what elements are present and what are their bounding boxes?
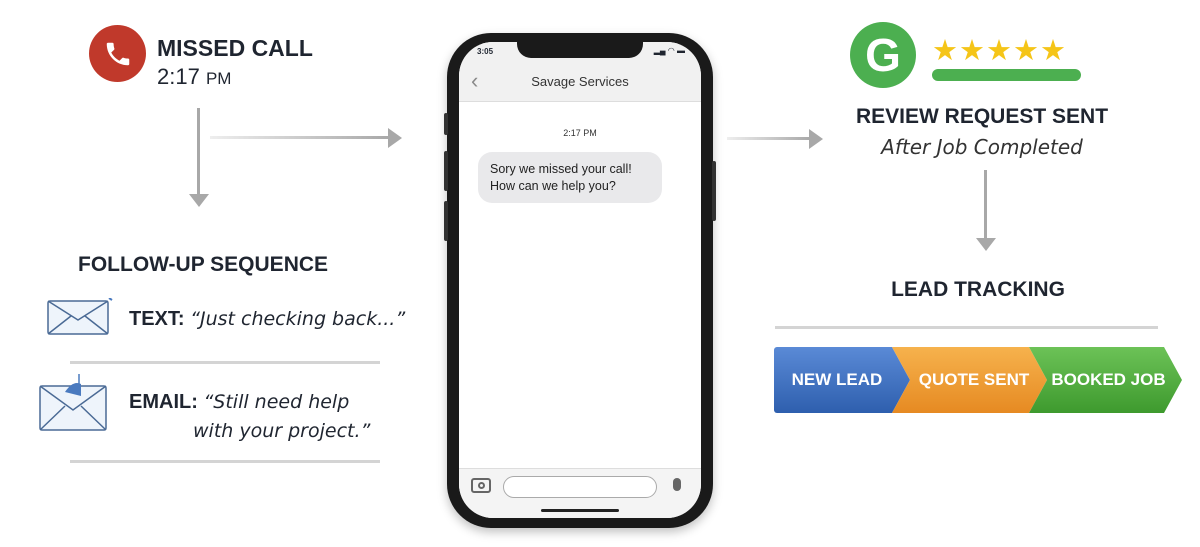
- status-time: 3:05: [477, 47, 494, 56]
- missed-call-icon: [89, 25, 146, 82]
- phone: 3:05 ▂▄ ◠ ▬ ‹ Savage Services 2:17 PM So…: [444, 33, 716, 528]
- missed-call-title: MISSED CALL: [157, 35, 313, 61]
- text-envelope-icon: [47, 297, 113, 341]
- back-button[interactable]: ‹: [471, 68, 479, 93]
- arrow-right-to-review: [727, 137, 811, 140]
- followup-title: FOLLOW-UP SEQUENCE: [78, 253, 329, 276]
- status-icons: ▂▄ ◠ ▬: [653, 46, 685, 55]
- email-followup: EMAIL: “Still need help: [129, 391, 349, 414]
- lead-tracking-title: LEAD TRACKING: [891, 278, 1065, 301]
- email-envelope-icon: [39, 372, 111, 437]
- review-subtitle: After Job Completed: [881, 135, 1083, 159]
- text-message: “Just checking back...”: [190, 308, 406, 330]
- email-label: EMAIL:: [129, 391, 198, 413]
- stage-label: NEW LEAD: [791, 370, 883, 389]
- arrow-right-to-phone: [210, 136, 390, 139]
- arrowhead: [189, 194, 209, 207]
- google-logo-icon: G: [850, 22, 916, 88]
- camera-icon[interactable]: [471, 478, 491, 493]
- review-title: REVIEW REQUEST SENT: [855, 105, 1109, 128]
- arrowhead: [809, 129, 823, 149]
- message-timestamp: 2:17 PM: [563, 128, 597, 138]
- message-bubble: Sory we missed your call! How can we hel…: [478, 152, 662, 203]
- stage-booked-job: [1029, 347, 1182, 413]
- contact-name: Savage Services: [531, 74, 629, 89]
- arrow-down-left: [197, 108, 200, 196]
- message-input[interactable]: [503, 476, 657, 498]
- notch: [517, 42, 643, 58]
- arrow-down-right: [984, 170, 987, 240]
- message-line1: Sory we missed your call!: [490, 162, 632, 176]
- pipeline: NEW LEAD QUOTE SENT BOOKED JOB: [774, 347, 1182, 413]
- stage-quote-sent: [892, 347, 1047, 413]
- arrowhead: [976, 238, 996, 251]
- time-value: 2:17: [157, 64, 200, 89]
- rating-bar: [932, 69, 1081, 81]
- arrowhead: [388, 128, 402, 148]
- divider: [70, 361, 380, 364]
- home-indicator: [541, 509, 619, 512]
- email-message-line1: “Still need help: [203, 391, 350, 413]
- stage-label: BOOKED JOB: [1051, 370, 1166, 389]
- text-label: TEXT:: [129, 308, 185, 330]
- email-message-line2: with your project.”: [193, 420, 371, 442]
- stage-label: QUOTE SENT: [918, 370, 1030, 389]
- message-line2: How can we help you?: [490, 179, 616, 193]
- microphone-icon[interactable]: [673, 478, 681, 491]
- phone-screen: 3:05 ▂▄ ◠ ▬ ‹ Savage Services 2:17 PM So…: [459, 42, 701, 518]
- star-rating: ★★★★★: [932, 35, 1067, 67]
- text-followup: TEXT: “Just checking back...”: [129, 308, 405, 331]
- time-ampm: PM: [205, 69, 232, 88]
- stage-new-lead: [774, 347, 910, 413]
- divider: [70, 460, 380, 463]
- missed-call-time: 2:17 PM: [157, 64, 231, 90]
- divider: [775, 326, 1158, 329]
